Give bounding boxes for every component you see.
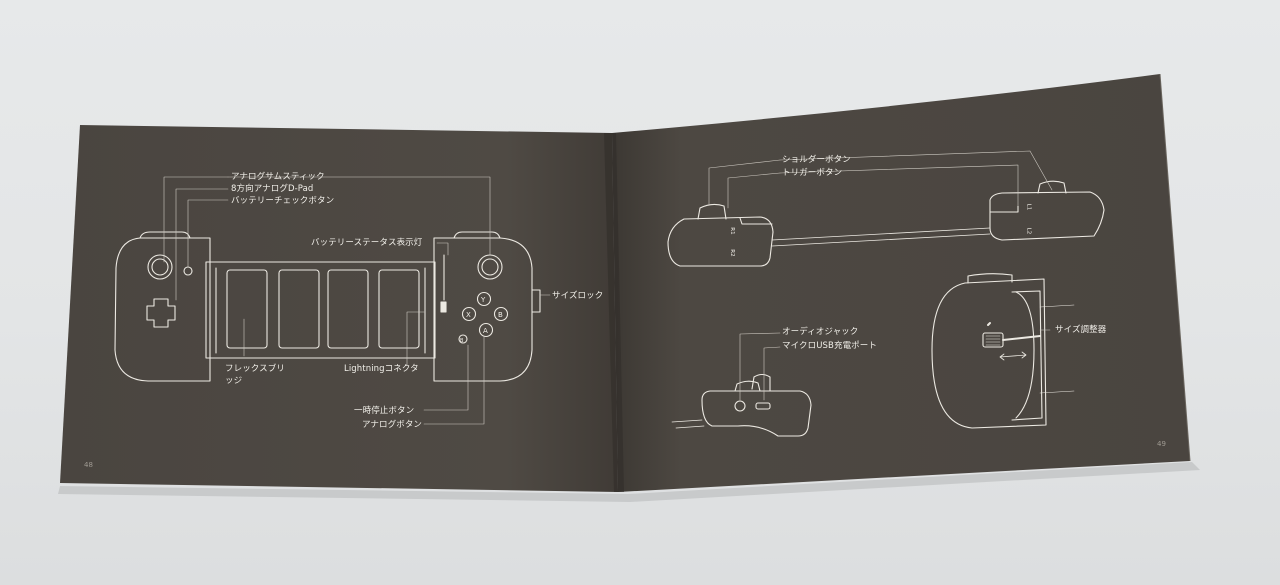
mark-r2: R2 bbox=[728, 249, 735, 257]
mark-l1: L1 bbox=[1025, 203, 1032, 211]
bottom-view-half bbox=[701, 390, 812, 437]
label-dpad: 8方向アナログD-Pad bbox=[231, 184, 314, 194]
mark-l2: L2 bbox=[1025, 227, 1032, 235]
face-letter-x: X bbox=[466, 311, 471, 319]
face-letter-b: B bbox=[498, 311, 503, 319]
small-button-letter: B bbox=[460, 338, 464, 344]
label-flex-bridge-line2: ッジ bbox=[225, 376, 243, 386]
label-pause-button: 一時停止ボタン bbox=[354, 406, 415, 416]
label-flex-bridge-line1: フレックスブリ bbox=[225, 364, 285, 374]
label-trigger-button: トリガーボタン bbox=[782, 168, 843, 178]
pause-button bbox=[458, 334, 468, 344]
face-button-y bbox=[476, 291, 492, 307]
label-size-lock: サイズロック bbox=[552, 291, 604, 301]
mark-r1: R1 bbox=[728, 227, 735, 235]
face-button-x bbox=[461, 306, 477, 322]
flex-bridge-outline bbox=[205, 261, 436, 359]
label-analog-buttons: アナログボタン bbox=[362, 420, 423, 430]
left-stick bbox=[147, 254, 173, 280]
face-button-b bbox=[493, 306, 509, 322]
bridge-slot-1 bbox=[226, 269, 268, 349]
label-shoulder-button: ショルダーボタン bbox=[782, 155, 851, 165]
dpad bbox=[146, 298, 176, 328]
left-page bbox=[60, 125, 618, 492]
label-analog-thumbstick: アナログサムスティック bbox=[231, 172, 325, 182]
label-lightning-connector: Lightningコネクタ bbox=[344, 364, 419, 374]
left-grip-outline bbox=[114, 237, 211, 382]
label-battery-status: バッテリーステータス表示灯 bbox=[311, 238, 423, 248]
page-number-left: 48 bbox=[84, 461, 93, 469]
face-letter-a: A bbox=[483, 327, 488, 335]
face-button-a bbox=[478, 322, 494, 338]
bridge-slot-4 bbox=[378, 269, 420, 349]
label-size-adjuster: サイズ調整器 bbox=[1055, 325, 1107, 335]
page-number-right: 49 bbox=[1157, 440, 1166, 448]
right-grip-outline bbox=[433, 237, 533, 382]
audio-jack bbox=[734, 400, 746, 412]
bridge-slot-3 bbox=[327, 269, 369, 349]
back-view-outline bbox=[931, 278, 1047, 429]
bridge-slot-2 bbox=[278, 269, 320, 349]
micro-usb-port bbox=[755, 402, 771, 410]
label-battery-check: バッテリーチェックボタン bbox=[231, 196, 335, 206]
side-view-left-half bbox=[989, 191, 1105, 241]
label-micro-usb: マイクロUSB充電ポート bbox=[782, 341, 877, 351]
face-letter-y: Y bbox=[481, 296, 486, 304]
right-page bbox=[612, 74, 1190, 492]
label-audio-jack: オーディオジャック bbox=[782, 327, 859, 337]
side-view-right-half bbox=[667, 216, 774, 267]
